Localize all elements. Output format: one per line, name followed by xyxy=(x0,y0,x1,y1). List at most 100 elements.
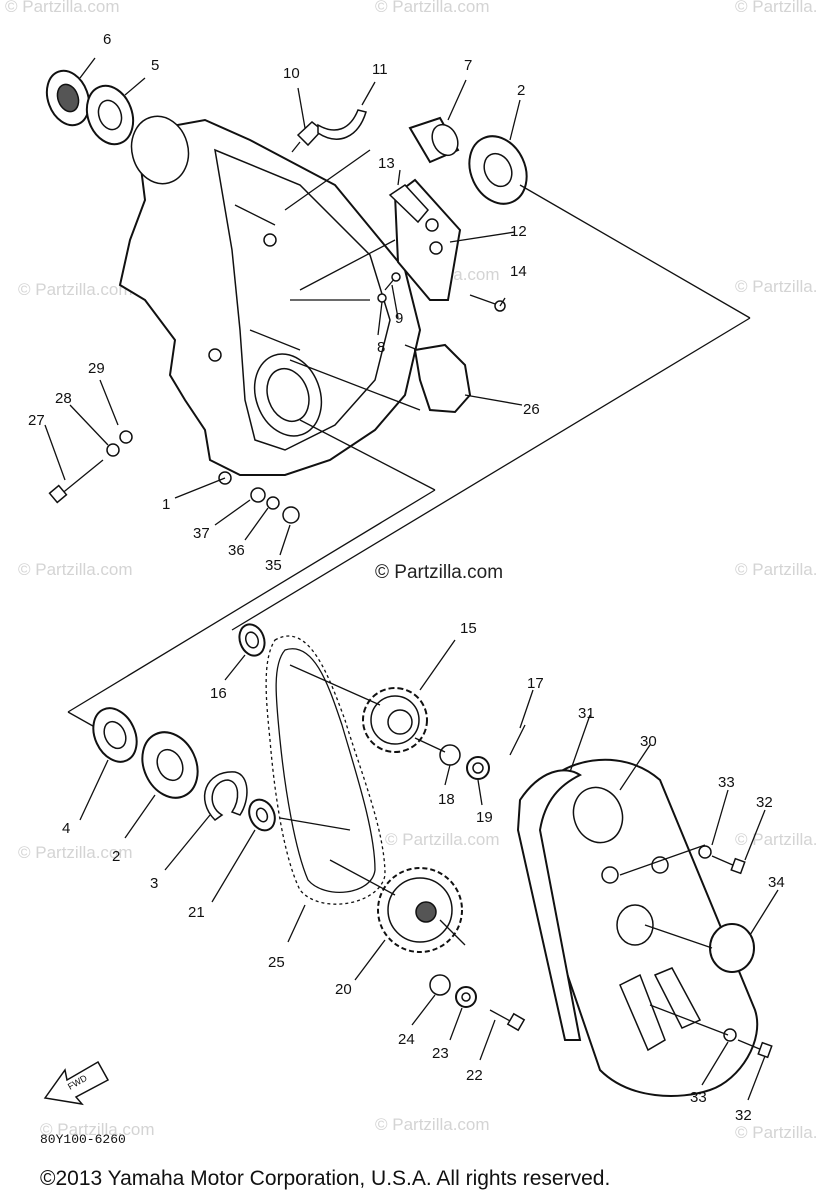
callout-31: 31 xyxy=(578,705,595,722)
chain-case-cover-30 xyxy=(527,758,759,1097)
callout-21: 21 xyxy=(188,904,205,921)
callout-17: 17 xyxy=(527,675,544,692)
washer-29 xyxy=(119,430,133,444)
callout-15: 15 xyxy=(460,620,477,637)
collar-21 xyxy=(248,798,276,832)
bearing-5 xyxy=(85,84,135,146)
washer-33-lower xyxy=(723,1028,737,1042)
slider-26 xyxy=(404,343,472,414)
bearing-2-upper xyxy=(468,135,528,205)
washer-36 xyxy=(266,496,280,510)
center-watermark: © Partzilla.com xyxy=(375,562,503,583)
callout-25: 25 xyxy=(268,954,285,971)
washer-37 xyxy=(250,487,266,503)
callout-26: 26 xyxy=(523,401,540,418)
watermark: © Partzilla.com xyxy=(385,830,500,849)
callout-11: 11 xyxy=(372,61,388,78)
watermark: © Partzilla.com xyxy=(375,1115,490,1134)
washer-24 xyxy=(429,974,451,996)
watermark: © Partzilla.com xyxy=(735,1123,818,1142)
callout-22: 22 xyxy=(466,1067,483,1084)
callout-5: 5 xyxy=(151,57,159,74)
hose-11 xyxy=(317,109,367,140)
callout-37: 37 xyxy=(193,525,210,542)
callout-30: 30 xyxy=(640,733,657,750)
callout-8: 8 xyxy=(377,339,385,356)
callout-2-upper: 2 xyxy=(517,82,525,99)
watermark: © Partzilla.com xyxy=(18,843,133,862)
callout-23: 23 xyxy=(432,1045,449,1062)
callout-9: 9 xyxy=(395,310,403,327)
watermark-layer: © Partzilla.com © Partzilla.com © Partzi… xyxy=(5,0,818,1142)
watermark: © Partzilla.com xyxy=(40,1120,155,1139)
callout-18: 18 xyxy=(438,791,455,808)
callout-13: 13 xyxy=(378,155,395,172)
nut-23 xyxy=(455,986,477,1008)
drawing-code: 80Y100-6260 xyxy=(40,1132,126,1147)
callout-1: 1 xyxy=(162,496,170,513)
leader-lines-upper xyxy=(44,57,751,731)
copyright-notice: ©2013 Yamaha Motor Corporation, U.S.A. A… xyxy=(40,1167,610,1190)
sprocket-15 xyxy=(362,687,428,753)
callout-32-upper: 32 xyxy=(756,794,773,811)
callout-24: 24 xyxy=(398,1031,415,1048)
bolt-27 xyxy=(48,459,104,504)
callout-10: 10 xyxy=(283,65,300,82)
callout-33-lower: 33 xyxy=(690,1089,707,1106)
washer-33-upper xyxy=(698,845,712,859)
chain-case-housing xyxy=(118,115,422,485)
callout-4: 4 xyxy=(62,820,70,837)
bolt-32-upper xyxy=(711,855,746,875)
cap-34 xyxy=(709,923,755,973)
watermark: © Partzilla.com xyxy=(18,280,133,299)
pin-17 xyxy=(509,724,526,756)
callout-29: 29 xyxy=(88,360,105,377)
gasket-31 xyxy=(516,769,582,1041)
callout-28: 28 xyxy=(55,390,72,407)
callout-3: 3 xyxy=(150,875,158,892)
leader-lines-lower xyxy=(79,639,779,1101)
watermark: © Partzilla.com xyxy=(375,0,490,16)
collar-7 xyxy=(408,116,460,164)
washer-18 xyxy=(439,744,461,766)
callout-19: 19 xyxy=(476,809,493,826)
fwd-arrow-icon: FWD xyxy=(43,1060,110,1106)
watermark: © Partzilla.com xyxy=(735,0,818,16)
circlip-3 xyxy=(204,771,248,821)
callout-labels: 6 5 10 11 7 2 13 12 14 9 8 26 29 28 27 1… xyxy=(28,31,785,1124)
watermark: © Partzilla.com xyxy=(735,830,818,849)
bolt-14 xyxy=(469,294,506,312)
callout-35: 35 xyxy=(265,557,282,574)
watermark: © Partzilla.com xyxy=(5,0,120,16)
callout-34: 34 xyxy=(768,874,785,891)
nut-28 xyxy=(106,443,120,457)
callout-33-upper: 33 xyxy=(718,774,735,791)
gasket-13 xyxy=(388,184,429,224)
callout-6: 6 xyxy=(103,31,111,48)
drive-chain-25 xyxy=(265,635,386,905)
bearing-2-lower xyxy=(141,731,199,799)
callout-16: 16 xyxy=(210,685,227,702)
watermark: © Partzilla.com xyxy=(18,560,133,579)
bolt-32-lower xyxy=(737,1039,773,1059)
callout-7: 7 xyxy=(464,57,472,74)
callout-20: 20 xyxy=(335,981,352,998)
callout-36: 36 xyxy=(228,542,245,559)
watermark: © Partzilla.com xyxy=(735,277,818,296)
bearing-4 xyxy=(92,707,138,763)
bearing-6 xyxy=(45,69,91,127)
callout-2-lower: 2 xyxy=(112,848,120,865)
nut-19 xyxy=(466,756,490,780)
callout-12: 12 xyxy=(510,223,527,240)
seal-16 xyxy=(238,623,266,657)
watermark: © Partzilla.com xyxy=(735,560,818,579)
bolt-22 xyxy=(489,1009,526,1032)
callout-14: 14 xyxy=(510,263,527,280)
bolt-9 xyxy=(384,272,401,291)
callout-27: 27 xyxy=(28,412,45,429)
washer-8 xyxy=(377,293,387,303)
callout-32-lower: 32 xyxy=(735,1107,752,1124)
sprocket-20 xyxy=(377,867,463,953)
nut-35 xyxy=(282,506,300,524)
